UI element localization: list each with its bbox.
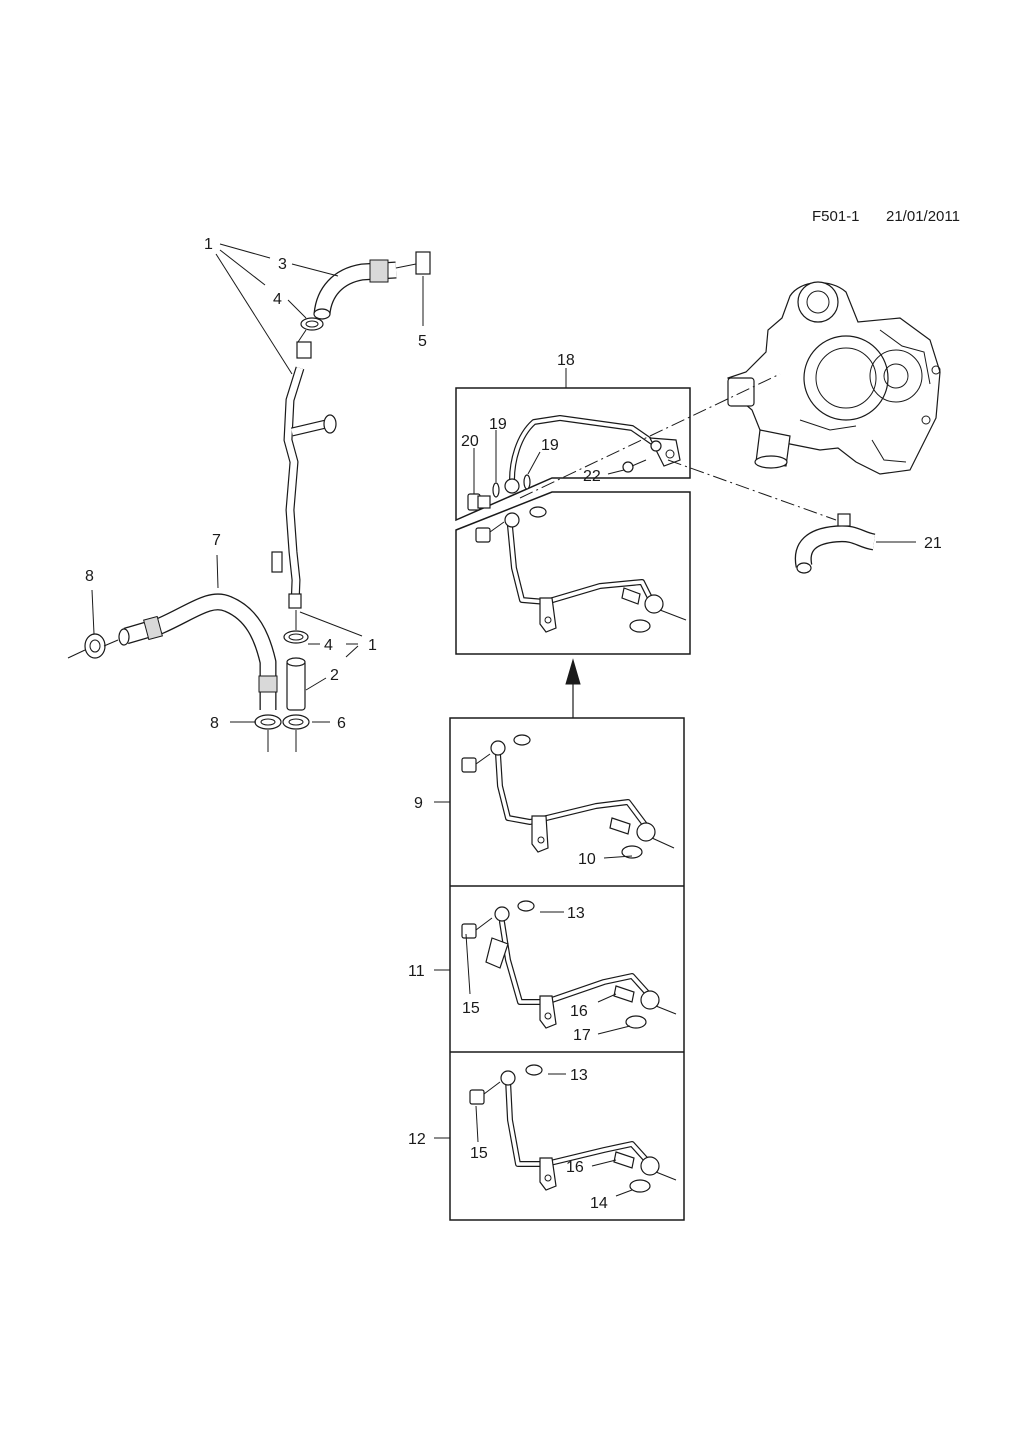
callout-labels: 1 3 4 5 7 8 4 1 2 8 6 18 19 19 20 22 21 … — [85, 236, 942, 1212]
kit-box-18-alt — [455, 491, 691, 655]
oil-feed-port — [727, 377, 755, 407]
relation-line — [667, 459, 837, 521]
sealing-washer-icon — [525, 1064, 543, 1076]
coolant-pipe-assembly — [271, 341, 337, 609]
callout-8: 8 — [85, 568, 94, 585]
upper-hose — [313, 259, 397, 320]
return-hose — [794, 513, 876, 574]
callout-13: 13 — [567, 905, 585, 922]
wastegate-actuator — [797, 281, 839, 323]
banjo-bolt-icon — [461, 757, 477, 773]
callout-14: 14 — [590, 1195, 608, 1212]
sealing-washer-icon — [523, 474, 531, 490]
callout-17: 17 — [573, 1027, 591, 1044]
kit-box-18 — [455, 387, 691, 522]
callout-20: 20 — [461, 433, 479, 450]
callout-10: 10 — [578, 851, 596, 868]
callout-13-second: 13 — [570, 1067, 588, 1084]
pipe-branch-end — [323, 414, 337, 434]
sealing-washer-icon — [517, 900, 535, 912]
hose-clamp-icon — [254, 714, 282, 752]
callout-4: 4 — [273, 291, 282, 308]
banjo-bolt-icon — [461, 923, 477, 939]
pipe-upper-end — [296, 341, 312, 359]
sealing-washer-icon — [492, 482, 500, 498]
pipe-assembly-9 — [461, 734, 675, 859]
sensor-icon — [485, 937, 509, 969]
callout-6: 6 — [337, 715, 346, 732]
hose-clamp-icon — [282, 714, 310, 752]
callout-9: 9 — [414, 795, 423, 812]
callout-11: 11 — [408, 963, 425, 980]
hose-clamp-icon — [837, 513, 851, 527]
leader-lines — [91, 243, 916, 1197]
callout-22: 22 — [583, 468, 601, 485]
callout-2: 2 — [330, 667, 339, 684]
turbocharger — [727, 281, 941, 475]
diagram-code: F501-1 — [812, 208, 860, 225]
callout-1-lower: 1 — [368, 637, 377, 654]
callout-7: 7 — [212, 532, 221, 549]
hose-clamp-icon — [67, 633, 119, 659]
pipe-bracket — [271, 551, 283, 573]
hose-clamp-icon — [395, 251, 431, 322]
bolt-icon — [622, 461, 634, 473]
turbine-housing — [803, 335, 889, 421]
callout-16: 16 — [570, 1003, 588, 1020]
callout-15: 15 — [462, 1000, 480, 1017]
callout-19-second: 19 — [541, 437, 559, 454]
diagram-date: 21/01/2011 — [886, 208, 960, 225]
callout-18: 18 — [557, 352, 575, 369]
kit-stack — [449, 717, 685, 1221]
pipe-assembly-12 — [469, 1064, 677, 1193]
hose-clamp-icon — [283, 610, 309, 644]
pipe-lower-end — [288, 593, 302, 609]
hose-clamp-icon — [297, 317, 324, 343]
connector-sleeve — [286, 657, 306, 711]
callout-1: 1 — [204, 236, 213, 253]
relation-line — [519, 373, 781, 499]
arrow-up-icon — [565, 658, 581, 718]
pipe-assembly-11 — [461, 900, 677, 1029]
callout-4-lower: 4 — [324, 637, 333, 654]
banjo-bolt-icon — [469, 1089, 485, 1105]
callout-8-lower: 8 — [210, 715, 219, 732]
callout-16-second: 16 — [566, 1159, 584, 1176]
callout-5: 5 — [418, 333, 427, 350]
callout-19: 19 — [489, 416, 507, 433]
callout-3: 3 — [278, 256, 287, 273]
lower-hose — [118, 593, 278, 710]
callout-15-second: 15 — [470, 1145, 488, 1162]
callout-12: 12 — [408, 1131, 426, 1148]
callout-21: 21 — [924, 535, 942, 552]
